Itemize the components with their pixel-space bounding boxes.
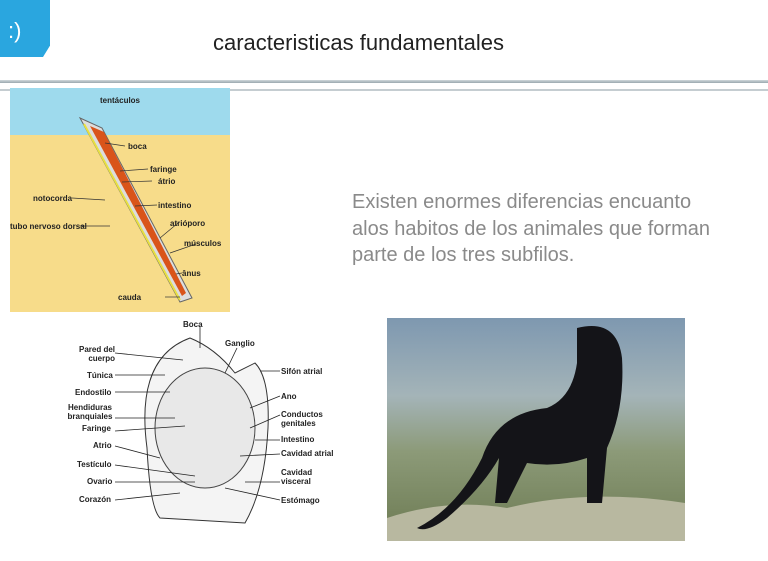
label: Estómago — [281, 496, 320, 505]
divider — [0, 80, 768, 83]
label: tentáculos — [100, 96, 141, 105]
divider — [0, 89, 768, 91]
slide-title: caracteristicas fundamentales — [213, 30, 505, 55]
label: Boca — [183, 320, 203, 329]
badge-text: :) — [8, 18, 22, 43]
label: Faringe — [82, 424, 111, 433]
label: Pared del cuerpo — [78, 345, 115, 363]
label: Intestino — [281, 435, 315, 444]
label: Ano — [281, 392, 297, 401]
label: intestino — [158, 201, 192, 210]
label: Ovario — [87, 477, 113, 486]
label: Endostilo — [75, 388, 112, 397]
label: ânus — [182, 269, 201, 278]
black-panther-photo — [387, 318, 685, 541]
label: boca — [128, 142, 147, 151]
label: atrióporo — [170, 219, 206, 228]
label: Sifón atrial — [281, 367, 323, 376]
label: Atrio — [93, 441, 112, 450]
label: notocorda — [33, 194, 73, 203]
label: cauda — [118, 293, 142, 302]
label: Corazón — [79, 495, 111, 504]
label: faringe — [150, 165, 177, 174]
label: músculos — [184, 239, 222, 248]
label: Ganglio — [225, 339, 255, 348]
amphioxus-diagram: tentáculos boca faringe átrio notocorda … — [10, 88, 230, 312]
label: Cavidad atrial — [281, 449, 334, 458]
label: átrio — [158, 177, 176, 186]
label: Túnica — [87, 371, 113, 380]
label: Testículo — [77, 460, 112, 469]
label: Cavidad visceral — [281, 468, 313, 486]
label: tubo nervoso dorsal — [10, 222, 87, 231]
slide-badge: :) — [0, 0, 50, 57]
label: Hendiduras branquiales — [67, 403, 113, 421]
tunicate-diagram: Boca Ganglio Pared del cuerpo Túnica Sif… — [65, 318, 340, 545]
body-text: Existen enormes diferencias encuanto alo… — [352, 191, 710, 266]
label: Conductos genitales — [281, 410, 323, 428]
